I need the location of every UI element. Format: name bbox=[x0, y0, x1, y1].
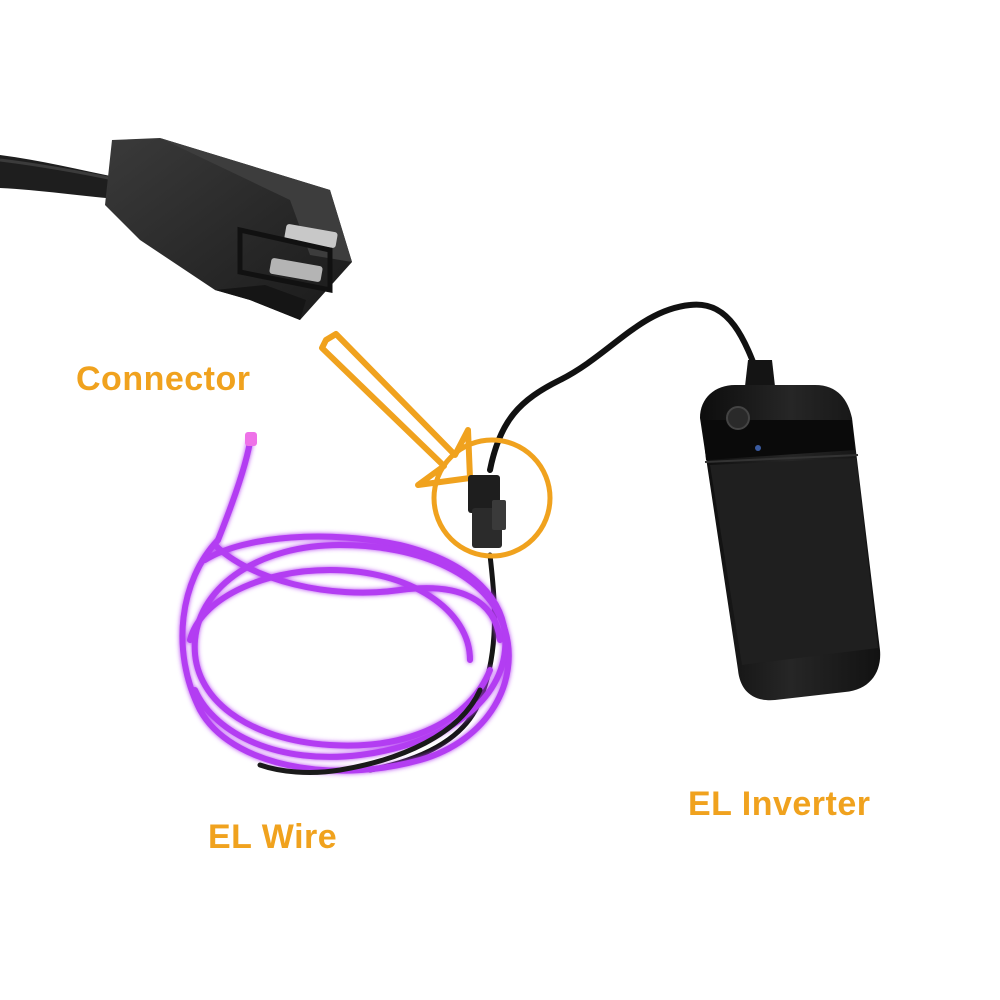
el-wire-label: EL Wire bbox=[208, 818, 338, 856]
connector-cable bbox=[0, 155, 128, 200]
el-wire-tip bbox=[245, 432, 257, 446]
connector-closeup bbox=[0, 138, 352, 320]
connector-pin-2 bbox=[269, 258, 323, 282]
el-inverter-label: EL Inverter bbox=[688, 785, 871, 823]
inline-connector bbox=[468, 475, 506, 548]
inverter-box bbox=[700, 385, 881, 701]
connector-label: Connector bbox=[76, 360, 251, 398]
inverter-cable bbox=[487, 301, 763, 473]
el-wire-coil bbox=[179, 439, 512, 774]
highlight-circle bbox=[431, 437, 553, 559]
indicator-led bbox=[755, 445, 761, 451]
power-button-icon bbox=[726, 406, 750, 430]
connector-pin-1 bbox=[284, 224, 338, 248]
